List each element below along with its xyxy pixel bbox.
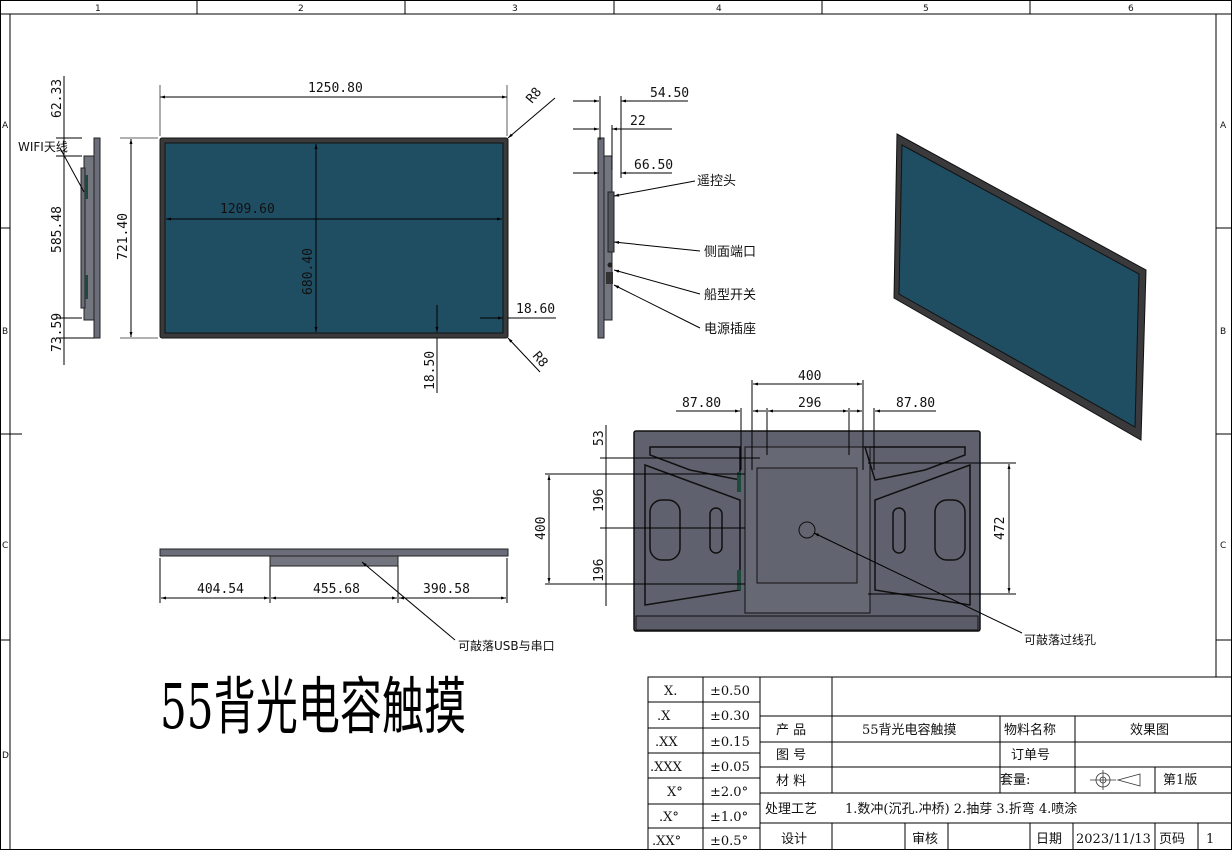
dim-bottom-border: 18.50 [423,351,438,390]
tol-spec: .XX [655,735,678,750]
right-side-view: 54.50 22 66.50 遥控头 侧面端口 船型开关 电源插座 [573,86,756,339]
dim-lower-spacing: 196 [592,559,607,582]
date-value: 2023/11/13 [1076,832,1151,847]
design-label: 设计 [781,832,807,847]
dim-vesa-width: 400 [798,369,821,384]
order-no-label: 订单号 [1011,748,1050,763]
tol-value: ±0.15 [710,735,750,750]
column-ruler: 1 2 3 4 5 6 [95,4,1134,14]
isometric-view [893,133,1147,441]
radius-top: R8 [524,85,546,107]
ruler-row: D [2,751,9,761]
tol-spec: X. [664,684,677,699]
ruler-row: C [2,541,8,551]
tol-spec: .X° [659,810,679,825]
process-value: 1.数冲(沉孔.冲桥) 2.抽芽 3.折弯 4.喷涂 [845,801,1077,817]
ruler-col: 3 [512,4,518,14]
page-label: 页码 [1159,832,1185,847]
version: 第1版 [1163,773,1197,788]
process-label: 处理工艺 [765,802,817,817]
dim-inner-width: 296 [798,396,821,411]
label-remote-sensor: 遥控头 [697,174,736,189]
dim-side-border: 18.60 [516,302,555,317]
date-label: 日期 [1036,832,1062,847]
ruler-row: B [2,327,8,337]
dim-middle: 585.48 [50,206,65,253]
dim-center: 455.68 [313,582,360,597]
dim-bottom: 73.59 [50,313,65,352]
ruler-row: A [2,121,9,131]
dim-active-height: 680.40 [301,248,316,295]
page-value: 1 [1206,832,1214,847]
usb-serial-label: 可敲落USB与串口 [458,638,555,653]
material-label: 材 料 [776,774,806,789]
dim-depth-total: 54.50 [650,86,689,101]
left-side-view: 62.33 585.48 73.59 WIFI天线 [18,76,101,365]
material-name-value: 效果图 [1130,723,1169,738]
tol-value: ±1.0° [710,810,748,825]
dim-depth-body: 22 [630,114,646,129]
back-view: 400 296 87.80 87.80 53 196 196 400 472 可… [534,369,1096,647]
label-side-port: 侧面端口 [704,245,756,260]
projection-symbol-icon [1090,770,1141,790]
tol-spec: X° [667,785,683,800]
ruler-row: C [1220,541,1226,551]
label-rocker-switch: 船型开关 [704,288,756,303]
ruler-row: B [1220,327,1226,337]
dim-upper-spacing: 196 [592,489,607,512]
review-label: 审核 [912,832,938,847]
dim-right-offset: 87.80 [896,396,935,411]
drawing-no-label: 图 号 [776,748,806,763]
ruler-row: A [1220,121,1227,131]
dim-left: 404.54 [197,582,244,597]
product-value: 55背光电容触摸 [862,722,957,738]
dim-active-width: 1209.60 [220,202,275,217]
tol-value: ±0.5° [710,834,748,849]
tol-spec: .XXX [650,760,683,775]
screen-area [164,142,504,334]
dim-width: 1250.80 [308,81,363,96]
cable-hole-label: 可敲落过线孔 [1024,632,1096,647]
dim-height: 721.40 [116,213,131,260]
ruler-col: 1 [95,4,101,14]
label-power-socket: 电源插座 [704,322,756,337]
tol-value: ±2.0° [710,785,748,800]
bottom-view: 404.54 455.68 390.58 可敲落USB与串口 [159,548,555,653]
tol-value: ±0.30 [710,709,750,724]
title-block: X. ±0.50 .X ±0.30 .XX ±0.15 .XXX ±0.05 X… [647,676,1232,850]
big-title: 55背光电容触摸 [160,671,466,744]
dim-depth-port: 66.50 [634,158,673,173]
quantity-label: 套量: [1000,772,1030,788]
dim-right: 390.58 [423,582,470,597]
tol-spec: .X [657,709,671,724]
dim-left-offset: 87.80 [682,396,721,411]
ruler-col: 2 [298,4,304,14]
front-view: 1250.80 1209.60 680.40 721.40 18.60 18.5… [116,81,556,393]
dim-vesa-height: 400 [534,517,549,540]
tol-spec: .XX° [652,834,681,849]
wifi-antenna-label: WIFI天线 [18,140,68,154]
ruler-col: 5 [923,4,929,14]
row-ruler: A B C D A B C [2,121,1227,761]
dim-top-offset: 53 [592,430,607,446]
dim-right-height: 472 [993,517,1008,540]
product-label: 产 品 [776,723,806,738]
ruler-col: 4 [716,4,722,14]
radius-bottom: R8 [529,349,551,371]
material-name-label: 物料名称 [1004,722,1056,738]
tol-value: ±0.05 [710,760,750,775]
dim-top: 62.33 [50,79,65,118]
tol-value: ±0.50 [710,684,750,699]
ruler-col: 6 [1128,4,1134,14]
tolerance-table: X. ±0.50 .X ±0.30 .XX ±0.15 .XXX ±0.05 X… [650,684,750,849]
